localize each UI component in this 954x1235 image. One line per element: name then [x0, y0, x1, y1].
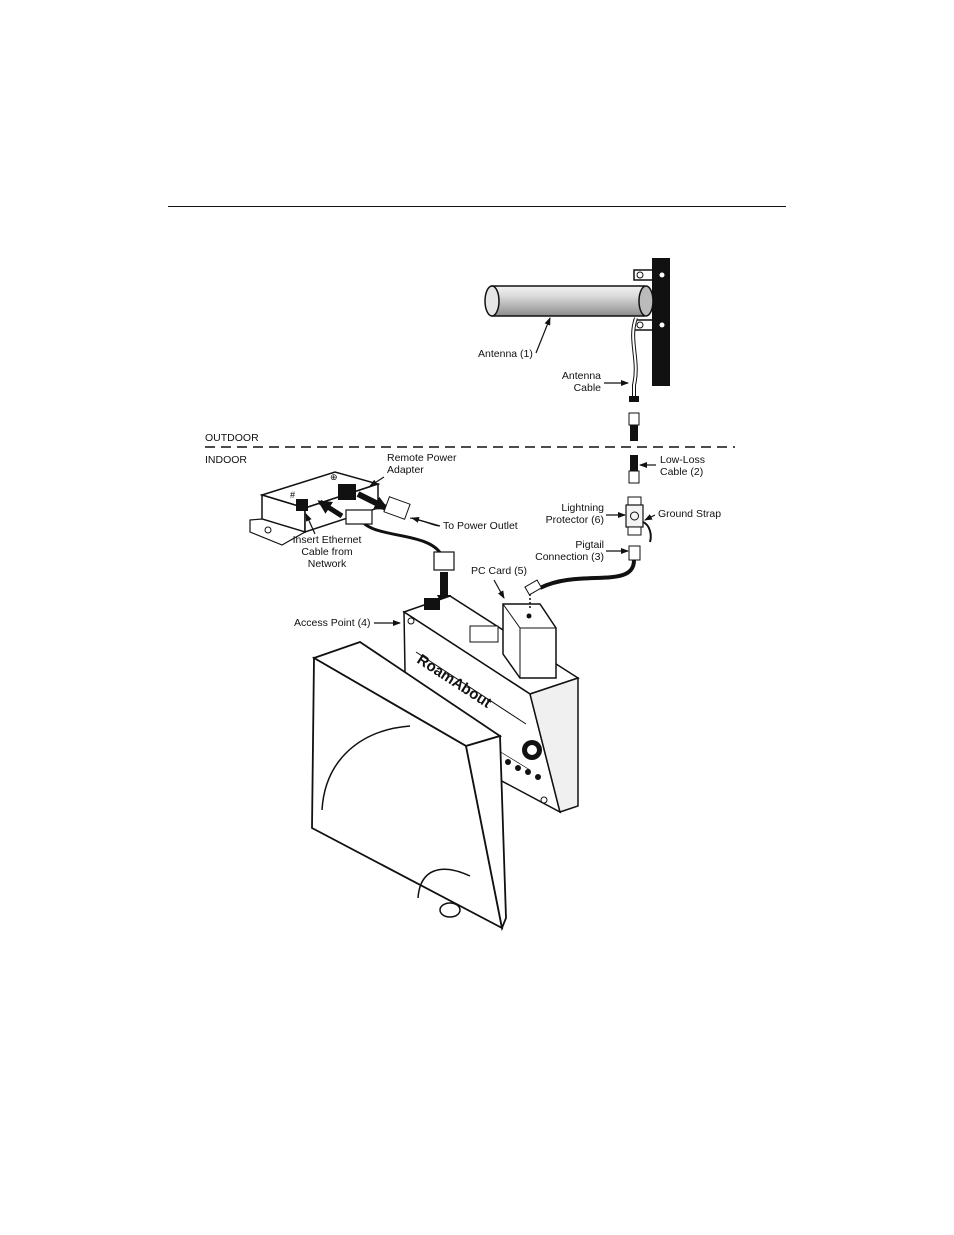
indoor-label: INDOOR — [205, 454, 247, 466]
antenna-label: Antenna (1) — [478, 348, 533, 360]
leader-arrows — [305, 317, 656, 626]
outdoor-label: OUTDOOR — [205, 432, 259, 444]
pigtail-cable — [539, 559, 636, 590]
mast — [633, 258, 670, 386]
pc-card-label: PC Card (5) — [471, 565, 528, 577]
ground-strap — [642, 521, 652, 543]
access-point-label: Access Point (4) — [294, 617, 371, 629]
header-rule — [168, 206, 786, 207]
lightning-protector — [625, 496, 644, 536]
ground-strap-label: Ground Strap — [658, 508, 722, 520]
svg-text:#: # — [290, 490, 295, 500]
to-power-outlet-label: To Power Outlet — [443, 520, 518, 532]
svg-text:⊕: ⊕ — [330, 472, 338, 482]
device-cover — [311, 641, 507, 932]
antenna — [484, 285, 654, 317]
cable-connectors — [628, 412, 640, 484]
pc-card — [502, 594, 557, 679]
